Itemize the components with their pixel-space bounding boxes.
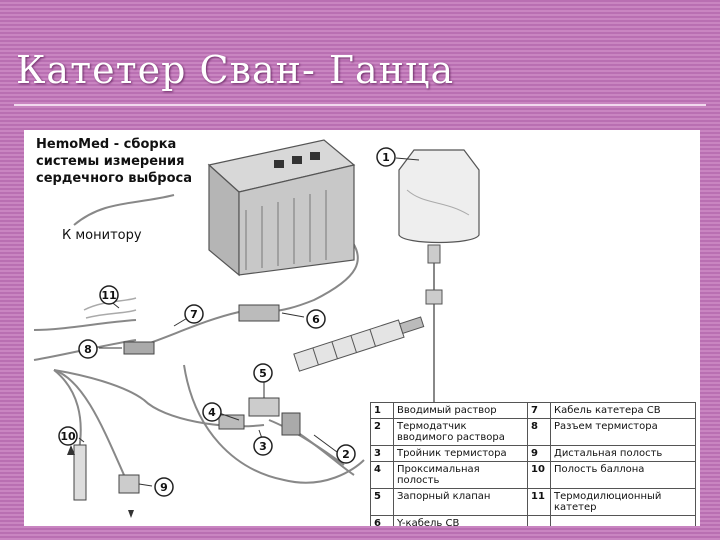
tube-distal [53, 369, 125, 476]
legend-text: Кабель катетера СВ [550, 402, 696, 419]
marker-7-label: 7 [190, 308, 198, 321]
legend-text: Проксимальная полость [393, 461, 528, 489]
legend-num: 5 [370, 488, 394, 516]
marker-9-label: 9 [160, 481, 168, 494]
legend-text: Тройник термистора [393, 445, 528, 462]
marker-6-label: 6 [312, 313, 320, 326]
legend-text: Разъем термистора [550, 418, 696, 446]
thermistor-connector [123, 341, 155, 355]
legend-num: 6 [370, 515, 394, 526]
legend-num: 3 [370, 445, 394, 462]
legend-row: 3 Тройник термистора 9 Дистальная полост… [370, 445, 696, 462]
legend-text: Вводимый раствор [393, 402, 528, 419]
legend-num [527, 515, 551, 526]
legend-row: 6 Y-кабель СВ [370, 515, 696, 526]
catheter-diagram: 1 2 3 4 5 6 7 8 9 10 11 [33, 139, 480, 518]
marker-1-label: 1 [382, 151, 390, 164]
legend-num: 2 [370, 418, 394, 446]
marker-5-label: 5 [259, 367, 267, 380]
arrow-down-icon [128, 510, 134, 518]
legend-text: Y-кабель СВ [393, 515, 528, 526]
balloon-syringe [73, 444, 87, 501]
catheter-tube-top [33, 319, 137, 331]
marker-11 [99, 285, 119, 305]
marker-5 [253, 363, 273, 383]
catheter-tip-b [85, 309, 137, 319]
legend-table: 1 Вводимый раствор 7 Кабель катетера СВ … [370, 402, 696, 526]
syringe [293, 316, 425, 372]
distal-port [118, 474, 140, 494]
legend-text: Дистальная полость [550, 445, 696, 462]
loop-tube [183, 364, 365, 484]
legend-text [550, 515, 696, 526]
legend-num: 4 [370, 461, 394, 489]
injectate-sensor [281, 412, 301, 436]
diagram-panel: 1 2 3 4 5 6 7 8 9 10 11 HemoMed - сборка… [24, 130, 700, 526]
cardiac-output-device [207, 139, 356, 277]
legend-num: 9 [527, 445, 551, 462]
legend-row: 5 Запорный клапан 11 Термодилюционный ка… [370, 488, 696, 516]
marker-10-label: 10 [60, 430, 76, 443]
legend-num: 10 [527, 461, 551, 489]
marker-1 [376, 147, 396, 167]
marker-8 [78, 339, 98, 359]
marker-10 [58, 426, 78, 446]
marker-2 [336, 444, 356, 464]
legend-num: 8 [527, 418, 551, 446]
device-cable [268, 229, 359, 313]
legend-text: Термодилюционный катетер [550, 488, 696, 516]
monitor-cable [73, 194, 175, 226]
tube-balloon [53, 369, 82, 451]
legend-num: 7 [527, 402, 551, 419]
y-cable-connector [238, 304, 280, 322]
marker-3 [253, 436, 273, 456]
junction-line [268, 419, 345, 466]
legend-text: Запорный клапан [393, 488, 528, 516]
arrow-up-icon [67, 445, 75, 455]
slide-title: Катетер Сван- Ганца [16, 48, 455, 92]
marker-2-label: 2 [342, 448, 350, 461]
legend-row: 4 Проксимальная полость 10 Полость балло… [370, 461, 696, 489]
marker-7 [184, 304, 204, 324]
legend-text: Полость баллона [550, 461, 696, 489]
marker-4 [202, 402, 222, 422]
figure-caption: HemoMed - сборка системы измерения серде… [36, 137, 193, 186]
legend-row: 1 Вводимый раствор 7 Кабель катетера СВ [370, 402, 696, 419]
marker-8-label: 8 [84, 343, 92, 356]
marker-11-label: 11 [101, 289, 116, 302]
marker-6 [306, 309, 326, 329]
marker-4-label: 4 [208, 406, 216, 419]
legend-text: Термодатчик вводимого раствора [393, 418, 528, 446]
iv-bag [398, 149, 480, 305]
thermistor-tee [218, 414, 245, 430]
legend-row: 2 Термодатчик вводимого раствора 8 Разъе… [370, 418, 696, 446]
legend-num: 11 [527, 488, 551, 516]
monitor-label: К монитору [62, 228, 142, 243]
stopcock-valve [248, 397, 280, 417]
title-divider [14, 104, 706, 106]
legend-num: 1 [370, 402, 394, 419]
marker-9 [154, 477, 174, 497]
marker-3-label: 3 [259, 440, 267, 453]
